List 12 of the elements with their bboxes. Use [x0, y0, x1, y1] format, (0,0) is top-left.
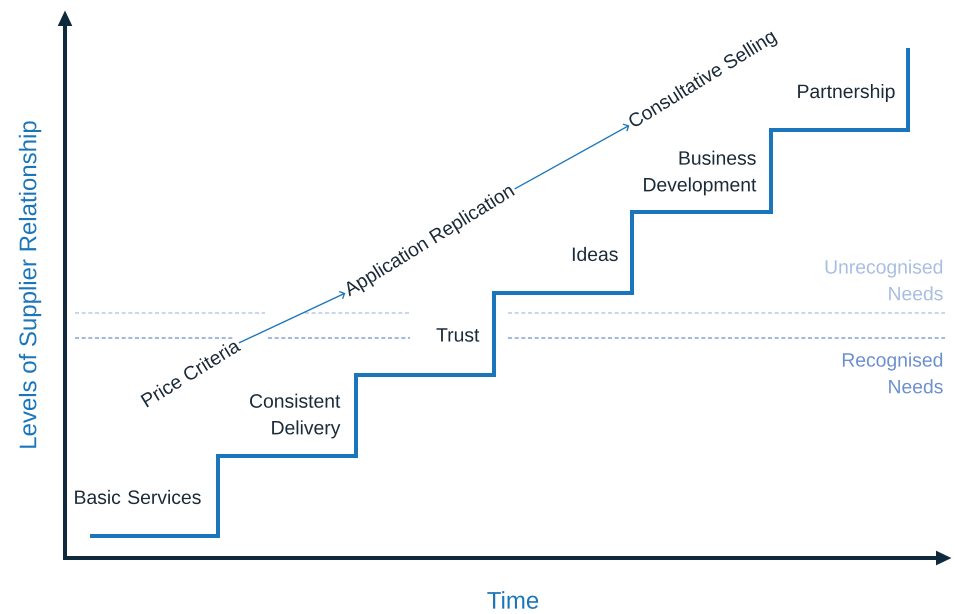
step-label: Basic Services	[75, 490, 201, 504]
arrow	[238, 290, 346, 344]
zone-label: Recognised Needs	[842, 352, 943, 394]
axis-title: Levels of Supplier Relationship	[18, 121, 42, 448]
arrow	[514, 124, 630, 190]
step-label: Trust	[436, 328, 480, 342]
step-label: Partnership	[798, 84, 895, 102]
step-label: Consistent Delivery	[250, 394, 340, 438]
zone-label: Unrecognised Needs	[826, 260, 943, 300]
axis-title: Time	[487, 591, 538, 609]
step-label: Business Development	[644, 150, 756, 196]
step-label: Ideas	[572, 246, 618, 262]
